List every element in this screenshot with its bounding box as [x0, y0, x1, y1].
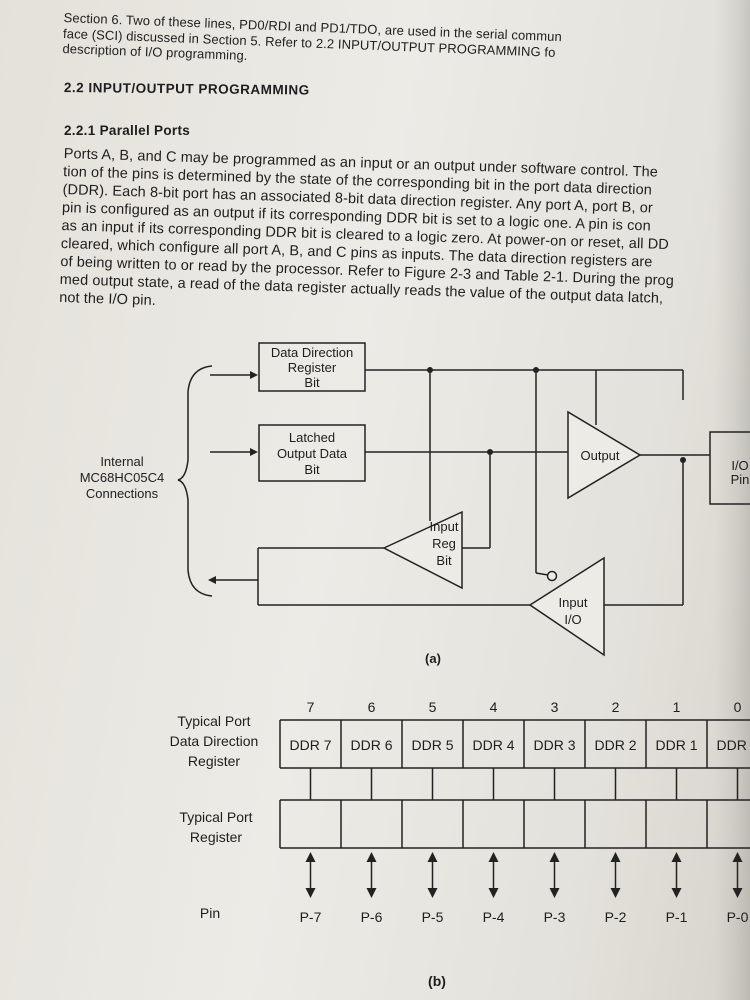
ddr-cell: DDR 1 — [655, 737, 697, 753]
port-register-label: Register — [190, 829, 242, 845]
internal-label: Connections — [86, 486, 159, 501]
ddr-cell: DDR 6 — [350, 737, 392, 753]
output-buffer — [567, 410, 642, 500]
input-io-label: I/O — [564, 612, 581, 627]
figure-b-caption: (b) — [428, 973, 446, 989]
return-arrowhead — [208, 576, 216, 584]
internal-label: MC68HC05C4 — [80, 470, 165, 485]
pin-arrowhead-down — [732, 888, 743, 898]
ddr-cell: DDR 0 — [716, 737, 750, 753]
bit-number: 0 — [734, 699, 742, 715]
ddr-arrowhead — [250, 371, 258, 379]
pin-arrowhead-down — [427, 888, 438, 898]
ddr-cell: DDR 3 — [533, 737, 575, 753]
ddr-cell: DDR 4 — [472, 737, 514, 753]
bit-number: 2 — [612, 699, 620, 715]
output-buffer-label: Output — [580, 448, 619, 463]
latch-box-label: Bit — [304, 462, 320, 477]
subsection-heading: 2.2.1 Parallel Ports — [64, 123, 191, 138]
ddr-box-label: Bit — [304, 375, 320, 390]
pin-arrowhead-up — [366, 852, 377, 862]
pin-label: P-1 — [666, 909, 688, 925]
pin-arrowhead-up — [610, 852, 621, 862]
bit-number: 7 — [307, 699, 315, 715]
connections-brace — [177, 365, 213, 597]
pin-arrowhead-down — [610, 888, 621, 898]
pin-label: P-5 — [422, 909, 444, 925]
ddr-register-label: Register — [188, 753, 240, 769]
ddr-cell: DDR 7 — [289, 737, 331, 753]
io-pin-box — [709, 431, 750, 505]
ddr-register-label: Data Direction — [170, 733, 259, 749]
internal-label: Internal — [100, 454, 143, 469]
ddr-box-label: Data Direction — [271, 345, 353, 360]
bit-number: 5 — [429, 699, 437, 715]
pin-arrowhead-down — [549, 888, 560, 898]
input-reg-buffer — [382, 510, 463, 590]
pin-arrowhead-down — [305, 888, 316, 898]
pin-label: P-4 — [483, 909, 505, 925]
latched-output-box — [258, 424, 366, 482]
pin-arrowhead-up — [671, 852, 682, 862]
input-reg-label: Input — [430, 519, 459, 534]
ddr-cell: DDR 5 — [411, 737, 453, 753]
io-pin-label: I/O — [731, 458, 748, 473]
bit-number: 4 — [490, 699, 498, 715]
pin-label: P-7 — [300, 909, 322, 925]
inverter-bubble — [546, 570, 558, 582]
pin-row-label: Pin — [200, 905, 220, 921]
bit-number: 3 — [551, 699, 559, 715]
pin-arrowhead-down — [366, 888, 377, 898]
latch-arrowhead — [250, 448, 258, 456]
input-io-label: Input — [559, 595, 588, 610]
input-reg-label: Bit — [436, 553, 452, 568]
pin-arrowhead-up — [427, 852, 438, 862]
bit-number: 6 — [368, 699, 376, 715]
latch-box-label: Output Data — [277, 446, 348, 461]
pin-label: P-6 — [361, 909, 383, 925]
page-edge-shadow — [714, 0, 750, 1000]
ddr-bit-box — [258, 342, 366, 392]
bit-number: 1 — [673, 699, 681, 715]
pin-label: P-3 — [544, 909, 566, 925]
pin-arrowhead-down — [488, 888, 499, 898]
pin-label: P-2 — [605, 909, 627, 925]
input-io-buffer — [528, 556, 605, 657]
io-pin-label: Pin — [731, 472, 750, 487]
pin-arrowhead-up — [488, 852, 499, 862]
figure-a-caption: (a) — [425, 651, 441, 666]
pin-arrowhead-up — [305, 852, 316, 862]
ddr-box-label: Register — [288, 360, 337, 375]
latch-box-label: Latched — [289, 430, 335, 445]
bubble-wire — [535, 572, 549, 576]
pin-arrowhead-up — [732, 852, 743, 862]
pin-label: P-0 — [727, 909, 749, 925]
ddr-cell: DDR 2 — [594, 737, 636, 753]
port-register-label: Typical Port — [179, 809, 252, 825]
pin-arrowhead-up — [549, 852, 560, 862]
pin-arrowhead-down — [671, 888, 682, 898]
ddr-register-label: Typical Port — [177, 713, 250, 729]
input-reg-label: Reg — [432, 536, 456, 551]
